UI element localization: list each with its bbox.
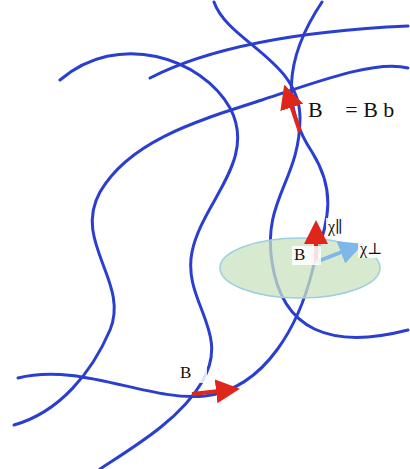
parallel-label: χ∥ — [326, 218, 345, 236]
field-vector-label: B⃗ — [178, 364, 207, 383]
perpendicular-arrow — [316, 248, 352, 262]
field-vector-arrow — [192, 390, 228, 394]
field-vector-arrow — [288, 96, 300, 132]
field-equation-label: B⃗ = B b — [306, 98, 396, 122]
field-line — [60, 54, 238, 469]
perpendicular-label: χ⊥ — [358, 240, 384, 258]
perpendicular-plane — [220, 238, 380, 298]
field-vector-label: B⃗ — [292, 246, 321, 265]
field-line — [14, 66, 408, 425]
field-line — [214, 2, 408, 337]
